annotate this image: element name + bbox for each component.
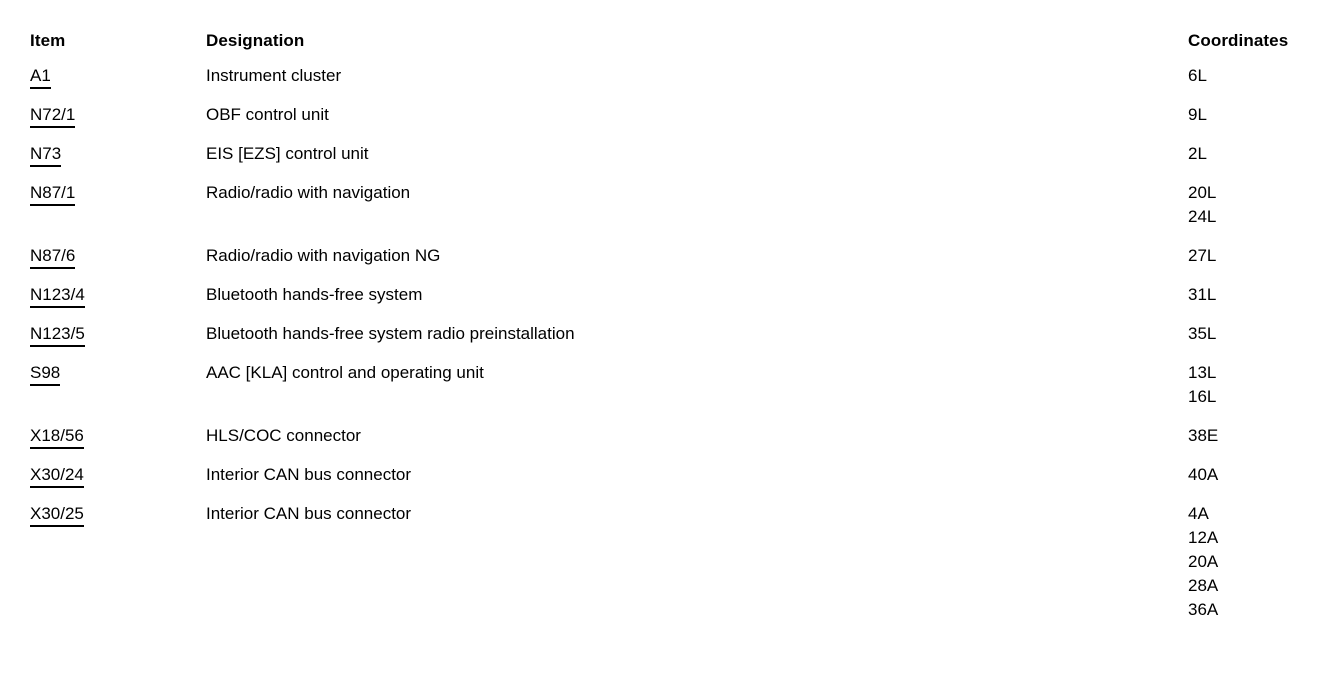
coordinate-value: 9L [1188,105,1207,124]
item-code-link[interactable]: N72/1 [30,104,76,128]
item-code-link[interactable]: N87/1 [30,182,76,206]
item-code-cell: S98 [30,361,200,386]
item-code-link[interactable]: A1 [30,65,51,89]
coordinate-value: 24L [1188,207,1217,226]
item-code-cell: A1 [30,64,200,89]
designation-cell: Interior CAN bus connector [206,504,412,523]
item-code-link[interactable]: S98 [30,362,61,386]
coordinate-value: 4A [1188,504,1209,523]
item-code-cell: N87/6 [30,244,200,269]
coordinates-cell: 2L [1188,142,1344,166]
item-code-link[interactable]: N87/6 [30,245,76,269]
item-code-cell: X30/24 [30,463,200,488]
coordinate-value: 36A [1188,600,1219,619]
table-header-row: Item Designation Coordinates [0,28,1344,54]
designation-cell: OBF control unit [206,105,329,124]
designation-cell: HLS/COC connector [206,426,361,445]
coordinates-cell: 6L [1188,64,1344,88]
coordinate-value: 20A [1188,552,1219,571]
coordinate-value: 12A [1188,528,1219,547]
designation-cell: Bluetooth hands-free system radio preins… [206,324,575,343]
column-header-designation: Designation [206,31,305,50]
coordinates-cell: 40A [1188,463,1344,487]
item-code-link[interactable]: N123/5 [30,323,85,347]
item-code-link[interactable]: N73 [30,143,62,167]
coordinates-cell: 9L [1188,103,1344,127]
coordinate-value: 6L [1188,66,1207,85]
item-code-link[interactable]: X30/24 [30,464,84,488]
item-code-link[interactable]: X30/25 [30,503,84,527]
designation-cell: Bluetooth hands-free system [206,285,423,304]
coordinates-cell: 27L [1188,244,1344,268]
column-header-coordinates: Coordinates [1188,31,1289,50]
designation-cell: Interior CAN bus connector [206,465,412,484]
designation-cell: Radio/radio with navigation NG [206,246,441,265]
item-code-cell: N123/5 [30,322,200,347]
coordinate-value: 35L [1188,324,1217,343]
item-code-link[interactable]: N123/4 [30,284,85,308]
item-code-cell: X18/56 [30,424,200,449]
coordinate-value: 2L [1188,144,1207,163]
coordinates-cell: 4A 12A 20A 28A 36A [1188,502,1344,622]
coordinate-value: 20L [1188,183,1217,202]
coordinate-value: 27L [1188,246,1217,265]
coordinate-value: 38E [1188,426,1219,445]
item-code-cell: N87/1 [30,181,200,206]
coordinate-value: 16L [1188,387,1217,406]
coordinate-value: 31L [1188,285,1217,304]
designation-cell: AAC [KLA] control and operating unit [206,363,484,382]
item-code-cell: N123/4 [30,283,200,308]
column-header-item: Item [30,31,66,50]
coordinates-cell: 38E [1188,424,1344,448]
designation-cell: EIS [EZS] control unit [206,144,369,163]
item-code-cell: N72/1 [30,103,200,128]
coordinate-value: 28A [1188,576,1219,595]
designation-cell: Instrument cluster [206,66,342,85]
coordinates-cell: 31L [1188,283,1344,307]
designation-cell: Radio/radio with navigation [206,183,411,202]
item-code-cell: X30/25 [30,502,200,527]
item-code-link[interactable]: X18/56 [30,425,84,449]
coordinate-value: 13L [1188,363,1217,382]
coordinates-cell: 35L [1188,322,1344,346]
item-code-cell: N73 [30,142,200,167]
coordinate-value: 40A [1188,465,1219,484]
